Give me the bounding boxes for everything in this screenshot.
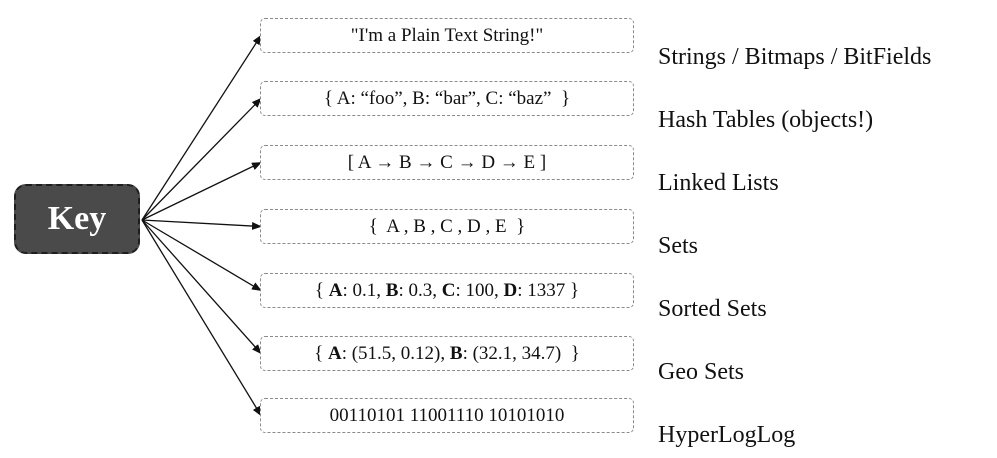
value-key: B xyxy=(385,279,399,301)
type-label: HyperLogLog xyxy=(658,422,796,448)
value-segment: [ A → B → C → D → E ] xyxy=(347,151,547,173)
value-text: 00110101 11001110 10101010 xyxy=(330,405,565,427)
value-box: { A , B , C , D , E } xyxy=(260,209,634,244)
value-segment: { xyxy=(314,279,329,301)
value-box: { A: (51.5, 0.12), B: (32.1, 34.7) } xyxy=(260,336,634,371)
arrow xyxy=(141,219,262,417)
value-segment: { A , B , C , D , E } xyxy=(368,215,526,237)
value-segment: : (32.1, 34.7) } xyxy=(462,342,580,364)
value-segment: { xyxy=(314,342,328,364)
value-box: { A: “foo”, B: “bar”, C: “baz” } xyxy=(260,81,634,116)
value-text: "I'm a Plain Text String!" xyxy=(351,25,543,47)
value-segment: : 0.3, xyxy=(398,279,442,301)
value-segment: : 100, xyxy=(455,279,504,301)
type-label: Geo Sets xyxy=(658,359,744,385)
value-text: { A: (51.5, 0.12), B: (32.1, 34.7) } xyxy=(314,343,580,365)
value-text: [ A → B → C → D → E ] xyxy=(348,152,546,174)
value-key: A xyxy=(328,279,343,301)
value-segment: : (51.5, 0.12), xyxy=(341,342,450,364)
type-label: Sorted Sets xyxy=(658,296,767,322)
arrow xyxy=(141,97,262,221)
value-segment: 00110101 11001110 10101010 xyxy=(329,404,565,426)
arrow xyxy=(141,219,262,292)
value-key: D xyxy=(503,279,518,301)
value-box: { A: 0.1, B: 0.3, C: 100, D: 1337 } xyxy=(260,273,634,308)
value-box: 00110101 11001110 10101010 xyxy=(260,398,634,433)
key-label: Key xyxy=(47,200,107,237)
value-segment: "I'm a Plain Text String!" xyxy=(350,24,544,46)
value-segment: { A: “foo”, B: “bar”, C: “baz” } xyxy=(323,87,571,109)
value-key: A xyxy=(327,342,342,364)
arrow xyxy=(141,219,262,231)
value-key: C xyxy=(441,279,456,301)
arrow xyxy=(141,34,262,221)
key-node: Key xyxy=(14,184,140,254)
type-label: Linked Lists xyxy=(658,170,779,196)
value-segment: : 1337 } xyxy=(517,279,580,301)
arrow xyxy=(141,219,262,355)
type-label: Hash Tables (objects!) xyxy=(658,107,874,133)
value-text: { A , B , C , D , E } xyxy=(369,216,526,238)
value-box: "I'm a Plain Text String!" xyxy=(260,18,634,53)
type-label: Strings / Bitmaps / BitFields xyxy=(658,44,932,70)
value-segment: : 0.1, xyxy=(342,279,386,301)
value-text: { A: “foo”, B: “bar”, C: “baz” } xyxy=(324,88,570,110)
value-key: B xyxy=(449,342,463,364)
type-label: Sets xyxy=(658,233,699,259)
value-box: [ A → B → C → D → E ] xyxy=(260,145,634,180)
arrow xyxy=(141,161,262,221)
value-text: { A: 0.1, B: 0.3, C: 100, D: 1337 } xyxy=(315,280,579,302)
